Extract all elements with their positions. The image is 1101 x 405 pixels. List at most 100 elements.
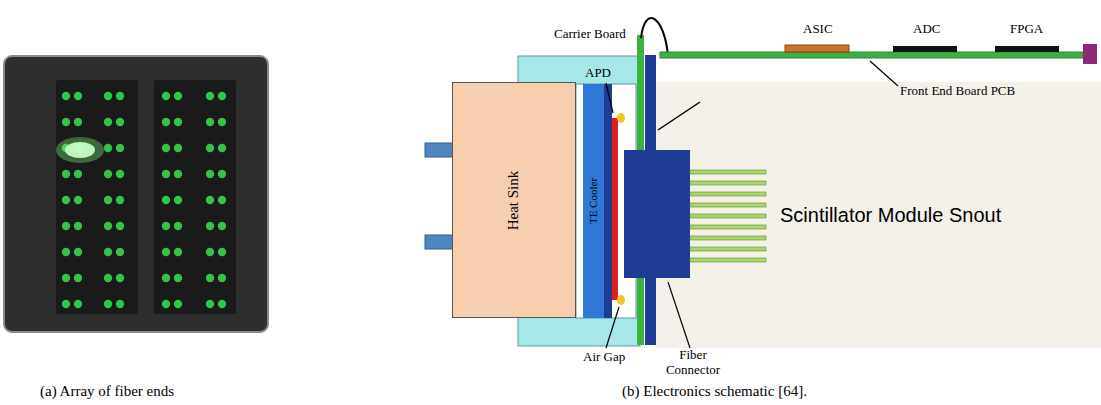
fiber-end <box>206 196 214 204</box>
fiber <box>690 181 766 185</box>
fiber <box>690 203 766 207</box>
apd-chip <box>612 118 618 300</box>
fiber-end <box>74 118 82 126</box>
fiber-end <box>174 274 182 282</box>
fiber-end <box>218 274 226 282</box>
fiber-end <box>62 274 70 282</box>
leader-line <box>606 307 619 348</box>
fibers <box>690 170 766 262</box>
fiber-end <box>62 248 70 256</box>
fiber <box>690 170 766 174</box>
fiber-end <box>104 92 112 100</box>
spacer <box>617 113 625 123</box>
fiber-end <box>174 92 182 100</box>
fiber-end <box>62 170 70 178</box>
part-name: Fiber Connector <box>660 348 726 378</box>
leader-line <box>870 61 898 86</box>
fiber-end <box>62 196 70 204</box>
fiber-end <box>174 248 182 256</box>
node-text: Scintillator Module Snout <box>780 204 1001 227</box>
fiber-end <box>116 170 124 178</box>
fiber <box>690 247 766 251</box>
fiber-end <box>162 92 170 100</box>
fiber-end <box>162 170 170 178</box>
fiber-end <box>206 118 214 126</box>
fiber-end <box>206 170 214 178</box>
part-name: FPGA <box>1010 22 1043 37</box>
fiber <box>690 225 766 229</box>
node-text: TE Cooler <box>588 178 600 224</box>
leader-line <box>668 282 690 348</box>
fiber-end <box>62 222 70 230</box>
fiber-end <box>104 274 112 282</box>
fiber-end <box>74 248 82 256</box>
fiber-end <box>116 222 124 230</box>
fiber-end <box>174 196 182 204</box>
adc-chip <box>893 46 957 52</box>
fiber-end <box>218 118 226 126</box>
fpga-chip <box>995 46 1059 52</box>
snout-fill <box>655 82 1101 348</box>
fiber-end <box>218 196 226 204</box>
fiber-end <box>104 300 112 308</box>
fiber-end <box>162 118 170 126</box>
fiber-end <box>206 274 214 282</box>
part-name: ASIC <box>803 22 833 37</box>
fiber-end <box>62 92 70 100</box>
fiber-end <box>162 222 170 230</box>
fiber <box>690 192 766 196</box>
te-cooler: TE Cooler <box>583 84 604 318</box>
fiber-connector <box>624 150 690 278</box>
caption: (b) Electronics schematic [64]. <box>622 383 807 400</box>
fiber-end <box>116 274 124 282</box>
fiber-end <box>206 248 214 256</box>
fiber-end <box>116 144 124 152</box>
fiber <box>690 258 766 262</box>
cable <box>641 18 668 55</box>
part-name: APD <box>585 66 611 81</box>
part-name: ADC <box>913 22 940 37</box>
fiber-end <box>116 196 124 204</box>
fiber-end <box>162 144 170 152</box>
spacer <box>617 295 625 305</box>
fiber-end <box>116 92 124 100</box>
fiber-end <box>218 144 226 152</box>
fiber-end <box>218 300 226 308</box>
fiber-end <box>206 144 214 152</box>
fiber-end <box>218 170 226 178</box>
fiber-end <box>174 118 182 126</box>
pcb <box>660 52 1083 58</box>
fiber-end <box>162 274 170 282</box>
snout-band: Scintillator Module Snout <box>655 82 1101 348</box>
fiber-end <box>174 170 182 178</box>
fiber-ends <box>62 92 226 308</box>
photo-frame <box>4 56 268 332</box>
fiber-end <box>74 92 82 100</box>
fiber-panel <box>154 80 236 314</box>
fiber-end <box>162 196 170 204</box>
fiber-end <box>104 222 112 230</box>
leader-line <box>606 83 613 113</box>
fiber-end <box>62 118 70 126</box>
fiber <box>690 236 766 240</box>
caption: (a) Array of fiber ends <box>40 383 174 400</box>
leader-line <box>658 102 700 130</box>
coolant-pipe <box>425 143 453 157</box>
fiber-end <box>174 300 182 308</box>
fiber-end <box>74 196 82 204</box>
connector <box>1083 44 1097 64</box>
apd-package <box>604 84 612 318</box>
asic-chip <box>785 45 849 52</box>
coolant-pipe <box>425 235 453 249</box>
fiber-end <box>218 92 226 100</box>
fiber-end <box>62 300 70 308</box>
fiber-end <box>104 170 112 178</box>
fiber-end <box>104 196 112 204</box>
fiber-panel <box>56 80 138 314</box>
fiber-end <box>116 300 124 308</box>
node-text: Heat Sink <box>505 170 522 230</box>
fiber-end <box>218 222 226 230</box>
fiber-end <box>74 274 82 282</box>
fiber-end <box>206 300 214 308</box>
fiber-end <box>104 248 112 256</box>
